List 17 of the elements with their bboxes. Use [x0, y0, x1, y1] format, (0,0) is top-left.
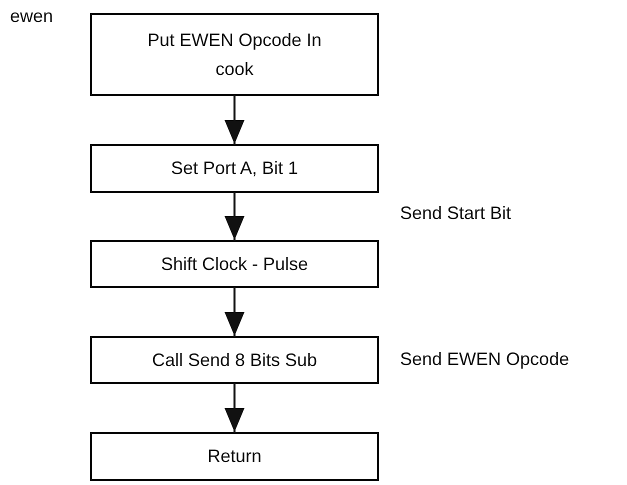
- step-text: Return: [206, 445, 263, 468]
- step-note: Send EWEN Opcode: [400, 349, 570, 370]
- process-box: [90, 336, 379, 384]
- arrow: [224, 384, 244, 432]
- process-box: [90, 240, 379, 288]
- arrow: [224, 288, 244, 336]
- step-note: Send Start Bit: [400, 203, 512, 224]
- routine-name: ewen: [10, 6, 54, 27]
- step-text: Shift Clock - Pulse: [160, 252, 310, 276]
- step-text: Set Port A, Bit 1: [170, 157, 300, 180]
- step-text: Call Send 8 Bits Sub: [150, 348, 318, 372]
- arrow: [224, 193, 244, 240]
- process-box: [90, 13, 379, 96]
- process-box: [90, 432, 379, 481]
- process-box: [90, 144, 379, 193]
- arrow: [224, 96, 244, 144]
- step-text: Put EWEN Opcode In cook: [146, 28, 323, 80]
